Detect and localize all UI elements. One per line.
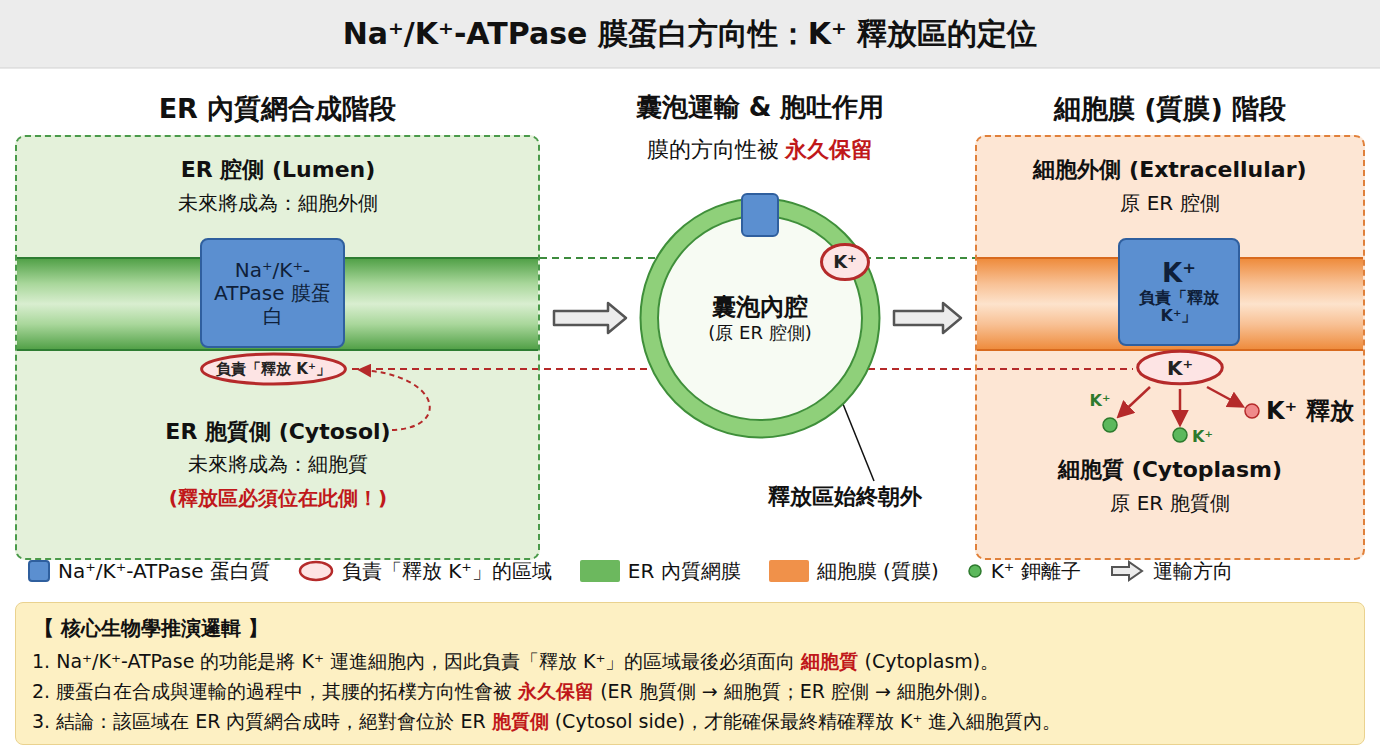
legend-swatch [769,560,809,582]
label-row: 囊泡運輸 & 胞吐作用 [636,90,885,125]
label-text: 原 ER 腔側 [1120,191,1219,215]
label-text: 永久保留 [785,137,873,162]
label-row: 釋放區始終朝外 [768,482,922,512]
release-region: K⁺ [1135,349,1225,386]
node-heading: K⁺ [1167,356,1193,380]
release-region: K⁺ [820,242,870,282]
label-text: 膜的方向性被 [647,137,779,162]
label-row: 原 ER 胞質側 [1110,490,1229,517]
legend-item: Na⁺/K⁺-ATPase 蛋白質 [28,558,270,585]
label-row: 膜的方向性被永久保留 [647,135,873,165]
label-row: K⁺ [1090,391,1111,410]
legend-item: 運輸方向 [1109,558,1233,585]
label-row: 2. 腰蛋白在合成與運輸的過程中，其腰的拓樸方向性會被永久保留 (ER 胞質側 →… [32,679,1000,705]
node-heading: 【 核心生物學推演邏輯 】 [34,615,268,642]
er-panel-ground [15,135,540,560]
legend-sample [298,560,334,582]
label-row: 3. 結論：該區域在 ER 內質網合成時，絕對會位於 ER 胞質側 (Cytosol… [32,709,1061,735]
transport-arrow [554,303,626,333]
label-text: 原 ER 胞質側 [1110,491,1229,515]
label-row: 細胞外側 (Extracellular) [1033,155,1306,185]
legend-text: ER 內質網膜 [628,558,741,585]
node-heading: 負責「釋放 K⁺」 [216,360,331,378]
label-row: 未來將成為：細胞質 [188,451,368,478]
label-text: 胞質側 [492,710,549,732]
release-region: 負責「釋放 K⁺」 [197,352,350,386]
label-row: K⁺ 釋放 [1266,395,1354,427]
label-row: 未來將成為：細胞外側 [178,190,378,217]
potassium-ion [1173,428,1187,442]
label-row: 細胞質 (Cytoplasm) [1058,455,1282,485]
legend: Na⁺/K⁺-ATPase 蛋白質 負責「釋放 K⁺」的區域 ER 內質網膜 細胞膜 … [28,556,1233,586]
node-text: 負責「釋放 K⁺」 [1126,289,1232,326]
label-text: 細胞質 (Cytoplasm) [1058,457,1282,482]
label-text: ER 胞質側 (Cytosol) [165,419,390,444]
label-row: (釋放區必須位在此側！) [169,485,387,512]
label-row: K⁺ [1192,427,1213,446]
release-arrow [1119,387,1150,416]
label-text: K⁺ [1192,427,1213,446]
vesicle-protein [742,194,778,236]
transport-arrow [894,303,961,333]
label-text: 未來將成為：細胞外側 [178,191,378,215]
legend-text: 細胞膜 (質膜) [817,558,939,585]
label-row: 1. Na⁺/K⁺-ATPase 的功能是將 K⁺ 運進細胞內，因此負責「釋放 … [32,649,999,675]
title-bar [0,0,1380,68]
protein-box: K⁺負責「釋放 K⁺」 [1118,238,1240,346]
label-text: 細胞質 [801,650,858,672]
label-text: 未來將成為：細胞質 [188,452,368,476]
label-text: 2. 腰蛋白在合成與運輸的過程中，其腰的拓樸方向性會被 [32,680,512,702]
node-heading: Na⁺/K⁺-ATPase 膜蛋白 [208,259,337,328]
legend-item: K⁺ 鉀離子 [967,558,1081,585]
label-row: ER 腔側 (Lumen) [181,155,376,185]
leader-line [843,404,874,481]
label-text: 1. Na⁺/K⁺-ATPase 的功能是將 K⁺ 運進細胞內，因此負責「釋放 … [32,650,795,672]
legend-sample [967,560,983,582]
label-text: 釋放區始終朝外 [768,484,922,509]
label-text: 囊泡運輸 & 胞吐作用 [636,92,885,122]
label-text: ER 腔側 (Lumen) [181,157,376,182]
label-text: (釋放區必須位在此側！) [169,486,387,510]
legend-text: K⁺ 鉀離子 [991,558,1081,585]
label-row: ER 胞質側 (Cytosol) [165,417,390,447]
label-row: 原 ER 腔側 [1120,190,1219,217]
pm-panel-ground [975,135,1365,560]
label-text: (Cytosol side)，才能確保最終精確釋放 K⁺ 進入細胞質內。 [555,710,1062,732]
label-text: K⁺ 釋放 [1266,397,1354,425]
legend-swatch [28,560,50,582]
legend-sample [1109,560,1145,582]
node-heading: ER 內質網合成階段 [17,91,538,127]
legend-text: 負責「釋放 K⁺」的區域 [342,558,552,585]
label-text: (ER 胞質側 → 細胞質；ER 腔側 → 細胞外側)。 [600,680,999,702]
node-heading: 細胞膜 (質膜) 階段 [977,91,1363,127]
node-text: (原 ER 腔側) [708,322,811,344]
label-text: (Cytoplasm)。 [864,650,999,672]
node-heading: 囊泡內腔 [712,293,808,322]
label-text: K⁺ [1090,391,1111,410]
node-heading: K⁺ [833,251,856,273]
node-heading: K⁺ [1162,259,1196,289]
title: Na⁺/K⁺-ATPase 膜蛋白方向性：K⁺ 釋放區的定位 [0,0,1380,68]
released-ion [1245,404,1259,418]
legend-item: ER 內質網膜 [580,558,741,585]
label-text: 細胞外側 (Extracellular) [1033,157,1306,182]
legend-item: 細胞膜 (質膜) [769,558,939,585]
vesicle-circle: 囊泡內腔(原 ER 腔側) K⁺ [640,198,880,438]
legend-item: 負責「釋放 K⁺」的區域 [298,558,552,585]
legend-text: 運輸方向 [1153,558,1233,585]
release-arrow [1179,389,1182,424]
legend-swatch [580,560,620,582]
label-text: 3. 結論：該區域在 ER 內質網合成時，絕對會位於 ER [32,710,486,732]
potassium-ion [1103,418,1117,432]
legend-text: Na⁺/K⁺-ATPase 蛋白質 [58,558,270,585]
label-text: 永久保留 [518,680,594,702]
release-arrow [1207,387,1242,406]
protein-box: Na⁺/K⁺-ATPase 膜蛋白 [200,238,345,348]
